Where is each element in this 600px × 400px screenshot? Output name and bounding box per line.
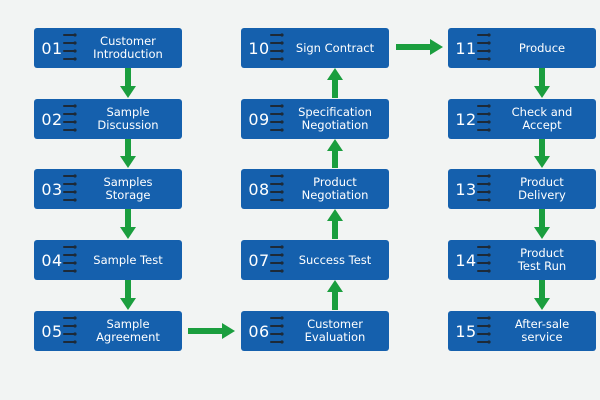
step-number: 05: [41, 321, 63, 341]
step-number: 09: [248, 109, 270, 129]
green-arrow-icon: [188, 323, 235, 339]
binder-ring-icon: [270, 311, 286, 351]
green-arrow-icon: [327, 139, 343, 168]
binder-ring-icon: [270, 99, 286, 139]
step-number: 02: [41, 109, 63, 129]
green-arrow-icon: [120, 68, 136, 98]
step-card-07: 07 Success Test: [241, 240, 389, 280]
step-number: 03: [41, 179, 63, 199]
binder-ring-icon: [63, 240, 79, 280]
green-arrow-icon: [534, 139, 550, 168]
step-number: 08: [248, 179, 270, 199]
step-number: 07: [248, 250, 270, 270]
binder-ring-icon: [477, 169, 493, 209]
green-arrow-icon: [534, 68, 550, 98]
green-arrow-icon: [120, 280, 136, 310]
binder-ring-icon: [477, 99, 493, 139]
step-label: Sign Contract: [295, 40, 375, 55]
binder-ring-icon: [270, 240, 286, 280]
step-card-04: 04 Sample Test: [34, 240, 182, 280]
green-arrow-icon: [327, 209, 343, 239]
binder-ring-icon: [63, 28, 79, 68]
binder-ring-icon: [270, 169, 286, 209]
green-arrow-icon: [327, 68, 343, 98]
step-number: 15: [455, 321, 477, 341]
binder-ring-icon: [477, 28, 493, 68]
binder-ring-icon: [477, 240, 493, 280]
green-arrow-icon: [534, 280, 550, 310]
step-label: Success Test: [298, 252, 372, 267]
step-number: 14: [455, 250, 477, 270]
step-number: 04: [41, 250, 63, 270]
step-number: 13: [455, 179, 477, 199]
step-number: 10: [248, 38, 270, 58]
step-card-11: 11 Produce: [448, 28, 596, 68]
green-arrow-icon: [120, 139, 136, 168]
step-number: 01: [41, 38, 63, 58]
binder-ring-icon: [270, 28, 286, 68]
step-card-10: 10 Sign Contract: [241, 28, 389, 68]
step-number: 06: [248, 321, 270, 341]
green-arrow-icon: [396, 39, 443, 55]
step-number: 11: [455, 38, 477, 58]
binder-ring-icon: [477, 311, 493, 351]
step-label: Sample Test: [93, 252, 163, 267]
green-arrow-icon: [120, 209, 136, 239]
binder-ring-icon: [63, 99, 79, 139]
binder-ring-icon: [63, 311, 79, 351]
step-number: 12: [455, 109, 477, 129]
green-arrow-icon: [534, 209, 550, 239]
step-label: Produce: [518, 40, 566, 55]
binder-ring-icon: [63, 169, 79, 209]
green-arrow-icon: [327, 280, 343, 310]
